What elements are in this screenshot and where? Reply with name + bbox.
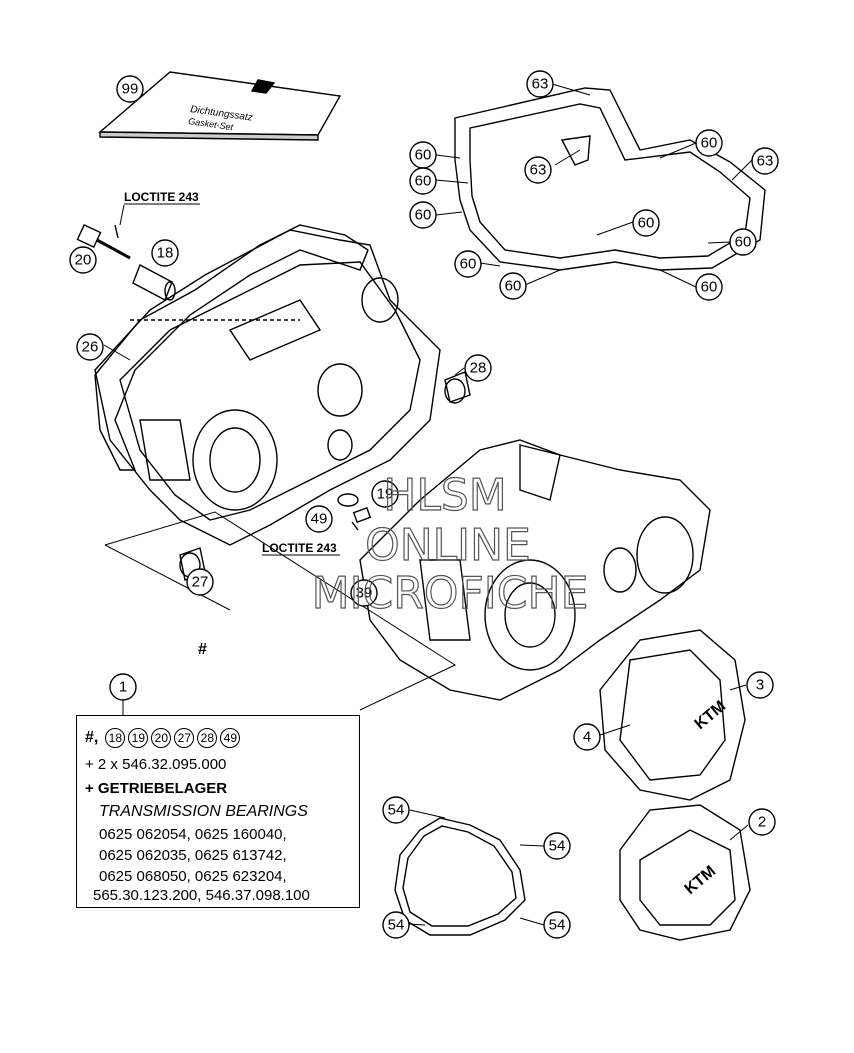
callout-54-d: 54 <box>543 911 571 939</box>
legend-hash: #, <box>85 729 99 746</box>
callout-60-f: 60 <box>729 228 757 256</box>
crankcase-left-half <box>94 229 441 546</box>
callout-39: 39 <box>350 579 378 607</box>
gasket-26 <box>94 224 369 471</box>
callout-49: 49 <box>305 505 333 533</box>
callout-99: 99 <box>116 75 144 103</box>
crankcase-right-half <box>359 439 711 701</box>
legend-ref: 49 <box>220 728 241 748</box>
sleeve-28 <box>444 371 471 404</box>
callout-60-b: 60 <box>409 167 437 195</box>
legend-line-getriebelager: + GETRIEBELAGER <box>85 780 228 797</box>
callout-63-a: 63 <box>526 70 554 98</box>
loctite-label-mid: LOCTITE 243 <box>262 541 337 555</box>
svg-text:KTM: KTM <box>682 863 719 898</box>
svg-text:63: 63 <box>532 76 549 93</box>
callout-3: 3 <box>746 671 774 699</box>
callout-60-e: 60 <box>632 209 660 237</box>
watermark: HLSM ONLINE MICROFICHE <box>311 469 589 619</box>
svg-text:54: 54 <box>388 917 405 934</box>
svg-text:60: 60 <box>415 207 432 224</box>
callout-54-b: 54 <box>543 832 571 860</box>
callout-1: 1 <box>109 673 137 701</box>
legend-header: #, 18 19 20 27 28 49 <box>85 728 241 748</box>
callout-60-c: 60 <box>409 201 437 229</box>
callout-group: 99 63 63 63 60 60 60 60 60 60 60 60 60 2… <box>69 70 779 939</box>
hash-mark: # <box>198 641 207 658</box>
gasket-54 <box>394 817 526 936</box>
svg-text:60: 60 <box>638 215 655 232</box>
svg-text:63: 63 <box>757 153 774 170</box>
crankcase-gasket <box>454 87 766 271</box>
callout-60-h: 60 <box>499 272 527 300</box>
callout-2: 2 <box>748 808 776 836</box>
callout-27: 27 <box>186 568 214 596</box>
bolt-20 <box>76 224 131 260</box>
svg-text:HLSM: HLSM <box>383 470 507 521</box>
callout-60-i: 60 <box>695 273 723 301</box>
svg-text:54: 54 <box>549 917 566 934</box>
gasket-set-packet <box>98 71 342 141</box>
callout-54-c: 54 <box>382 911 410 939</box>
svg-text:18: 18 <box>157 245 174 262</box>
svg-text:60: 60 <box>701 135 718 152</box>
svg-text:39: 39 <box>356 585 373 602</box>
svg-text:63: 63 <box>530 162 547 179</box>
callout-19: 19 <box>371 480 399 508</box>
svg-text:60: 60 <box>415 147 432 164</box>
svg-text:3: 3 <box>756 677 764 694</box>
svg-text:20: 20 <box>75 252 92 269</box>
svg-text:54: 54 <box>388 802 405 819</box>
callout-54-a: 54 <box>382 796 410 824</box>
svg-text:60: 60 <box>460 256 477 273</box>
svg-text:60: 60 <box>415 173 432 190</box>
callout-20: 20 <box>69 246 97 274</box>
legend-line-part-numbers-1: 0625 062054, 0625 160040, <box>99 826 287 843</box>
legend-line-part-numbers-4: 565.30.123.200, 546.37.098.100 <box>93 887 310 904</box>
svg-text:99: 99 <box>122 81 139 98</box>
svg-text:1: 1 <box>119 679 127 696</box>
legend-line-transmission: TRANSMISSION BEARINGS <box>99 803 308 820</box>
svg-text:28: 28 <box>470 360 487 377</box>
svg-text:49: 49 <box>311 511 328 528</box>
svg-text:60: 60 <box>735 234 752 251</box>
svg-text:27: 27 <box>192 574 209 591</box>
callout-26: 26 <box>76 333 104 361</box>
legend-ref: 19 <box>128 728 149 748</box>
legend-ref: 28 <box>197 728 218 748</box>
callout-60-g: 60 <box>454 250 482 278</box>
svg-text:54: 54 <box>549 838 566 855</box>
svg-text:60: 60 <box>505 278 522 295</box>
legend-line-plus: + 2 x 546.32.095.000 <box>85 756 227 773</box>
legend-ref: 20 <box>151 728 172 748</box>
callout-4: 4 <box>573 723 601 751</box>
legend-ref: 27 <box>174 728 195 748</box>
callout-63-b: 63 <box>524 156 552 184</box>
clutch-cover-2: KTM <box>619 804 751 941</box>
callout-60-d: 60 <box>695 129 723 157</box>
svg-text:19: 19 <box>377 486 394 503</box>
svg-text:60: 60 <box>701 279 718 296</box>
callout-28: 28 <box>464 354 492 382</box>
callout-18: 18 <box>151 239 179 267</box>
svg-text:26: 26 <box>82 339 99 356</box>
ignition-cover-3: KTM <box>599 629 746 801</box>
svg-text:2: 2 <box>758 814 766 831</box>
kit-legend-box: #, 18 19 20 27 28 49 + 2 x 546.32.095.00… <box>76 715 360 908</box>
legend-line-part-numbers-3: 0625 068050, 0625 623204, <box>99 868 287 885</box>
callout-60-a: 60 <box>409 141 437 169</box>
dowel-18 <box>132 264 176 301</box>
svg-text:MICROFICHE: MICROFICHE <box>312 568 589 619</box>
svg-text:ONLINE: ONLINE <box>365 520 531 571</box>
callout-63-c: 63 <box>751 147 779 175</box>
legend-line-part-numbers-2: 0625 062035, 0625 613742, <box>99 847 287 864</box>
legend-ref: 18 <box>105 728 126 748</box>
loctite-label-top: LOCTITE 243 <box>124 190 199 204</box>
svg-text:4: 4 <box>583 729 591 746</box>
